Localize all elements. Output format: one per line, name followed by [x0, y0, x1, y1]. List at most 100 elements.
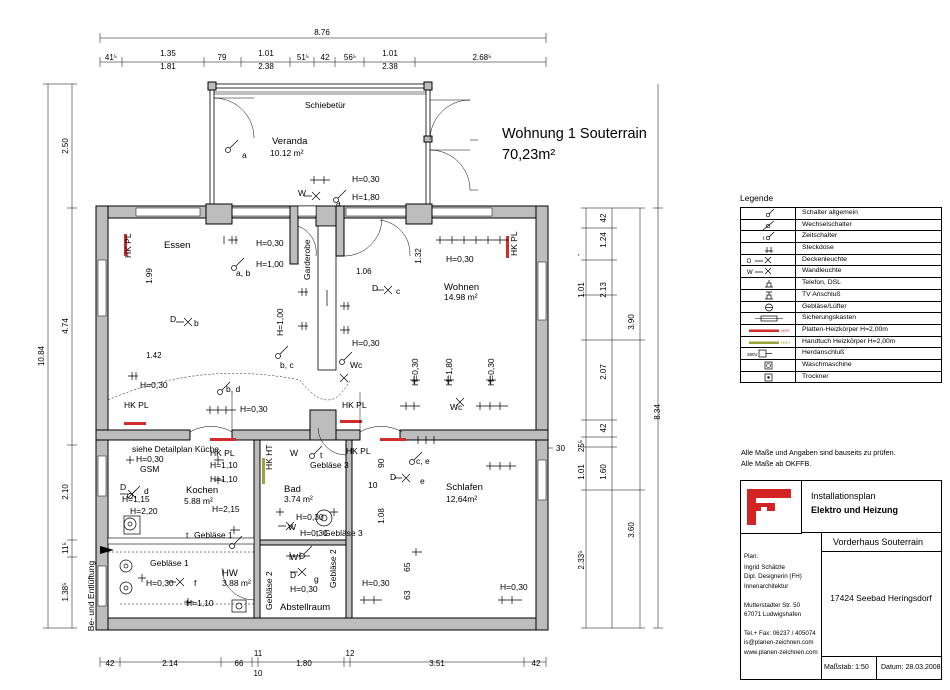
svg-text:10: 10 — [368, 480, 378, 490]
dim-top-5: 51⁵ — [297, 53, 309, 62]
svg-text:H=0,30: H=0,30 — [146, 578, 174, 588]
room-wohnen-name: Wohnen — [444, 282, 479, 293]
svg-text:W: W — [290, 448, 298, 458]
room-veranda-area: 10.12 m² — [270, 148, 304, 158]
heading-area: 70,23m² — [502, 147, 556, 163]
svg-text:H=0,30: H=0,30 — [290, 584, 318, 594]
svg-text:H=0,30: H=0,30 — [352, 338, 380, 348]
dim-top-8: 1.01 — [382, 49, 398, 58]
svg-text:Gebläse 1: Gebläse 1 — [150, 558, 189, 568]
svg-text:a: a — [242, 150, 247, 160]
dim-left-5: 1.38⁵ — [61, 583, 70, 602]
svg-text:1.42: 1.42 — [146, 351, 162, 360]
legend-row: Waschmaschine — [741, 359, 941, 372]
room-essen-name: Essen — [164, 240, 190, 251]
dim-right-8: 1.01 — [577, 464, 586, 480]
svg-text:H=1,10: H=1,10 — [186, 598, 214, 608]
stove-connection-icon: 380V — [741, 348, 796, 359]
svg-text:H=0,30: H=0,30 — [300, 528, 328, 538]
svg-text:t: t — [320, 450, 323, 460]
svg-text:H=0,30: H=0,30 — [500, 582, 528, 592]
right-dimensions: 42 1.24 1.01 2.13 2.07 42 25⁵ 1.01 1.60 … — [544, 84, 663, 629]
plan-labels: Schiebetür Veranda 10.12 m² a H=0,30 H=1… — [120, 100, 528, 613]
dim-right-13: 30 — [556, 444, 565, 453]
dim-bottom-8: 42 — [532, 659, 541, 668]
svg-text:W: W — [290, 552, 298, 562]
plan-type-line2: Elektro und Heizung — [811, 505, 899, 515]
room-schlafen-name: Schlafen — [446, 482, 483, 493]
svg-text:HK PL: HK PL — [210, 448, 235, 458]
wall-light-icon: W — [741, 266, 796, 278]
tv-icon — [741, 289, 796, 301]
svg-text:D: D — [120, 482, 126, 492]
svg-text:b, d: b, d — [226, 384, 240, 394]
title-footer: Maßstab: 1:50 Datum: 28.03.2008 — [821, 656, 941, 679]
svg-text:H=1,15: H=1,15 — [122, 494, 150, 504]
svg-text:1.99: 1.99 — [145, 268, 154, 284]
svg-text:D: D — [747, 259, 752, 265]
svg-text:H=2,20: H=2,20 — [130, 506, 158, 516]
dim-right-total: 8.34 — [653, 404, 662, 420]
svg-text:1.32: 1.32 — [414, 248, 423, 264]
label-detailplan: siehe Detailplan Küche — [132, 444, 219, 454]
dim-top-sub-1: 1.81 — [160, 62, 176, 71]
dim-right-11: 3.90 — [627, 314, 636, 330]
logo-icon — [741, 481, 802, 534]
svg-text:W: W — [298, 188, 306, 198]
svg-text:HK PL: HK PL — [509, 231, 519, 256]
svg-text:HK PL: HK PL — [342, 400, 367, 410]
svg-text:H=0,30: H=0,30 — [362, 578, 390, 588]
svg-text:H=0,30: H=0,30 — [410, 358, 420, 386]
svg-text:D: D — [170, 314, 176, 324]
washing-machine-icon — [741, 359, 796, 371]
svg-text:H=0,30: H=0,30 — [256, 238, 284, 248]
legend-row: Sicherungskasten — [741, 313, 941, 325]
dim-right-5: 2.07 — [599, 364, 608, 380]
svg-text:H=0,30: H=0,30 — [296, 512, 324, 522]
svg-text:HK HT: HK HT — [264, 445, 274, 471]
dim-top-1: 41⁵ — [105, 53, 117, 62]
dim-top-4: 1.01 — [258, 49, 274, 58]
page-heading: Wohnung 1 Souterrain 70,23m² — [502, 124, 647, 166]
svg-text:Gebläse 2: Gebläse 2 — [264, 571, 274, 610]
socket-icon — [741, 243, 796, 254]
legend-row: Telefon, DSL — [741, 278, 941, 290]
dim-top-6: 42 — [321, 53, 330, 62]
dim-top-3: 79 — [218, 53, 227, 62]
svg-text:H=0,30: H=0,30 — [240, 404, 268, 414]
date: Datum: 28.03.2008 — [881, 664, 941, 671]
svg-text:1.08: 1.08 — [377, 508, 386, 524]
dim-bottom-sub: 10 — [254, 669, 263, 678]
svg-text:c: c — [396, 286, 401, 296]
ceiling-light-icon: D — [741, 254, 796, 266]
dim-top-7: 56⁵ — [344, 53, 356, 62]
towel-heater-icon: HKHT — [741, 336, 796, 348]
svg-text:Gebläse 2: Gebläse 2 — [328, 549, 338, 588]
svg-text:D: D — [372, 283, 378, 293]
svg-text:e: e — [420, 476, 425, 486]
svg-text:a: a — [336, 198, 341, 208]
dim-right-4: 2.13 — [599, 282, 608, 298]
legend-title: Legende — [740, 193, 774, 203]
dim-left-total: 10.84 — [37, 345, 46, 366]
svg-text:H=1,80: H=1,80 — [352, 192, 380, 202]
svg-text:63: 63 — [402, 590, 412, 600]
plan-type: Installationsplan Elektro und Heizung — [801, 481, 941, 533]
svg-text:Gebläse 3: Gebläse 3 — [324, 528, 363, 538]
two-way-switch-icon — [741, 219, 796, 231]
dim-right-1: 42 — [599, 213, 608, 222]
dim-left-2: 4.74 — [61, 318, 70, 334]
title-block: Installationsplan Elektro und Heizung Vo… — [740, 480, 942, 680]
svg-text:b: b — [194, 318, 199, 328]
room-bad-name: Bad — [284, 484, 301, 495]
svg-text:H=0,30: H=0,30 — [352, 174, 380, 184]
dim-bottom-5: 1.80 — [296, 659, 312, 668]
room-schlafen-area: 12,64m² — [446, 494, 477, 504]
dim-right-10: 2.33⁵ — [577, 551, 586, 570]
svg-text:Wc: Wc — [450, 402, 463, 412]
